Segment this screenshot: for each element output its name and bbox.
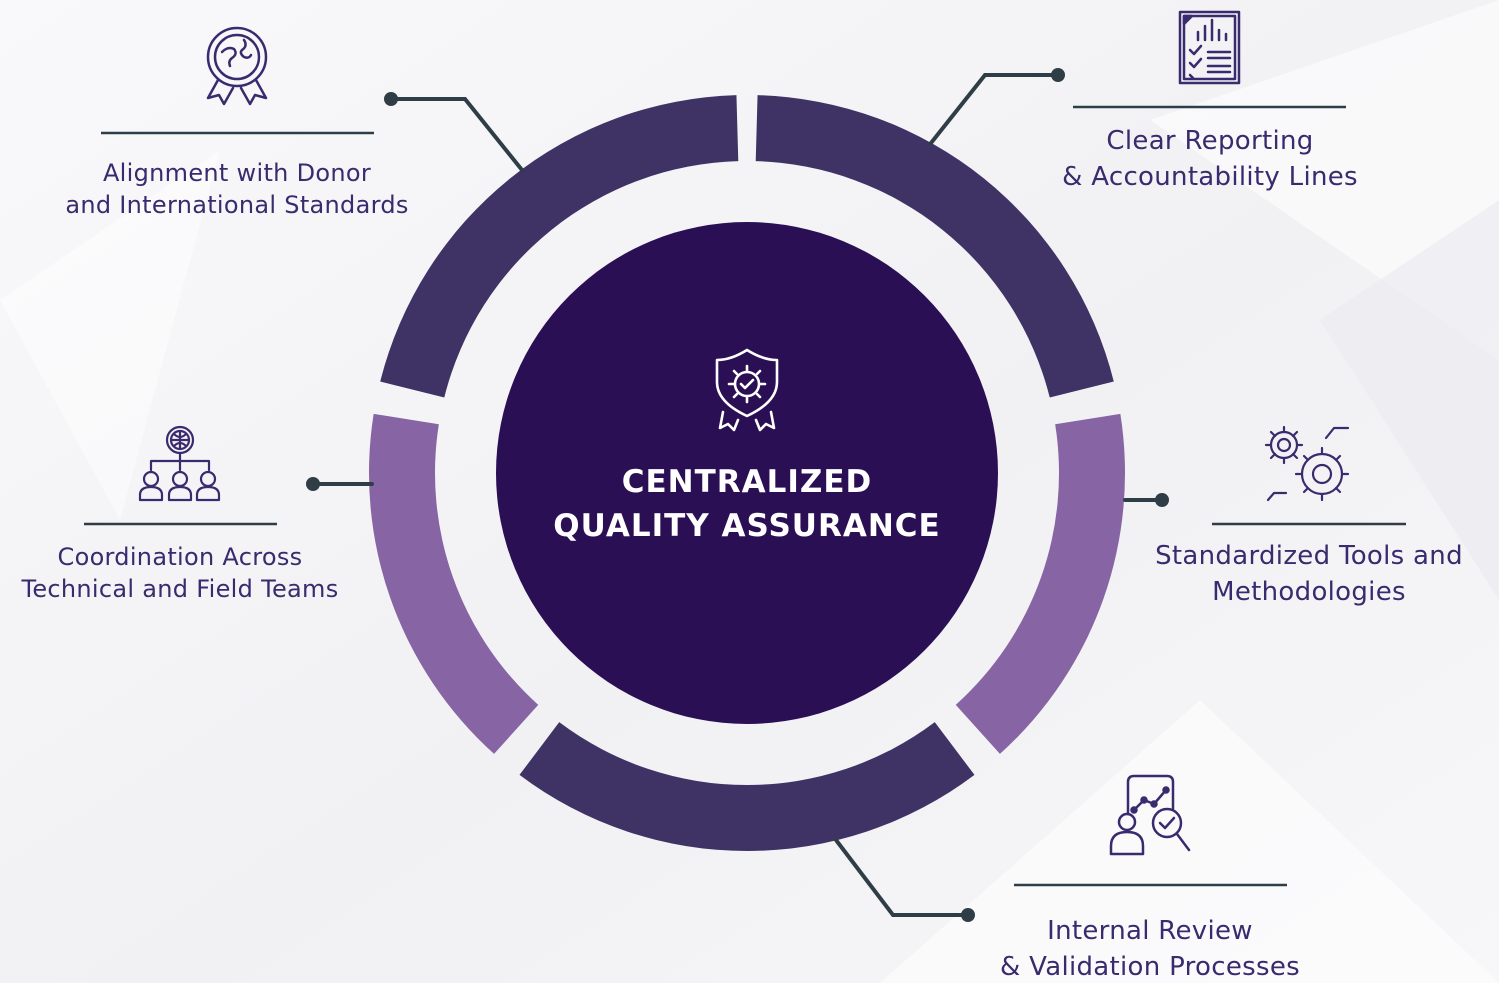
team-network-icon (138, 425, 221, 502)
connector-dot (1051, 68, 1065, 82)
ring-segment-left (369, 413, 539, 754)
label-review-line2: & Validation Processes (1000, 952, 1300, 982)
label-coordination-line1: Coordination Across (57, 543, 303, 571)
connector-dot (306, 477, 320, 491)
ring-segment-top-left (380, 95, 739, 398)
shield-gear-check-icon (715, 348, 779, 432)
label-tools-line1: Standardized Tools and (1155, 541, 1463, 571)
center-title-line2: QUALITY ASSURANCE (553, 508, 941, 544)
connector-review (834, 838, 970, 917)
label-alignment: Alignment with Donor and International S… (52, 156, 422, 222)
ring (369, 95, 1126, 851)
center-title-line1: CENTRALIZED (621, 464, 873, 500)
label-coordination-line2: Technical and Field Teams (21, 575, 339, 603)
analysis-review-icon (1109, 774, 1191, 856)
bg-facet (0, 150, 220, 520)
label-reporting: Clear Reporting & Accountability Lines (1040, 123, 1380, 195)
connector-dot (384, 92, 398, 106)
label-tools-line2: Methodologies (1212, 577, 1406, 607)
connector-dot (961, 908, 975, 922)
label-reporting-line2: & Accountability Lines (1062, 162, 1358, 192)
label-alignment-line2: and International Standards (65, 191, 409, 219)
label-alignment-line1: Alignment with Donor (102, 159, 372, 187)
center-circle (496, 222, 998, 724)
bg-facet (1320, 200, 1499, 600)
ring-segment-bottom (519, 722, 975, 851)
bg-facet (880, 700, 1499, 983)
connector-reporting (929, 73, 1060, 145)
award-globe-icon (206, 26, 268, 106)
ring-segment-top-right (755, 95, 1114, 398)
label-tools: Standardized Tools and Methodologies (1128, 538, 1490, 610)
report-checklist-icon (1178, 10, 1241, 85)
center-title: CENTRALIZED QUALITY ASSURANCE (496, 460, 998, 548)
connector-dot (1155, 493, 1169, 507)
gears-icon (1264, 425, 1348, 508)
connectors (311, 73, 1164, 917)
label-review: Internal Review & Validation Processes (975, 913, 1325, 983)
label-reporting-line1: Clear Reporting (1106, 126, 1314, 156)
ring-segment-right (955, 413, 1126, 754)
connector-alignment (389, 97, 524, 172)
label-coordination: Coordination Across Technical and Field … (0, 540, 360, 606)
label-review-line1: Internal Review (1047, 916, 1253, 946)
